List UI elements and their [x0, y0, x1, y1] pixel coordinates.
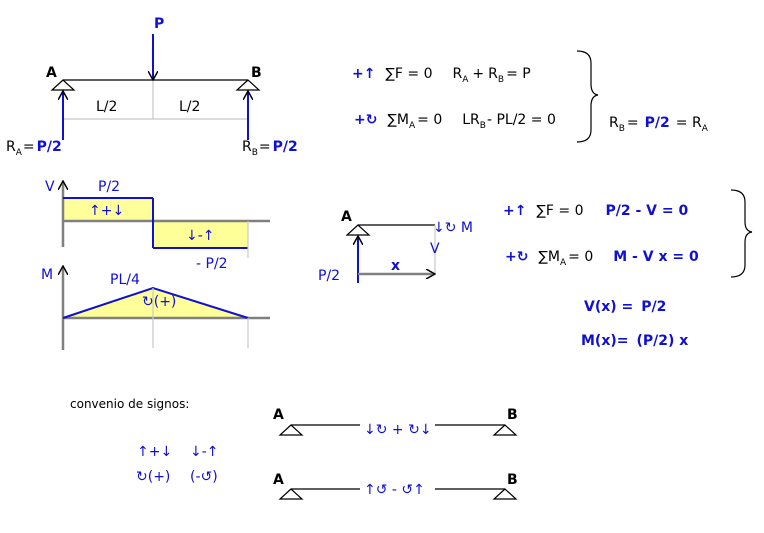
span-right-label: L/2: [179, 99, 200, 115]
beam-diagram: P A B L/2 L/2 RA=P/2 RB=P/2: [6, 16, 298, 158]
section-moment-label: ↓↻ M: [433, 220, 473, 236]
convention-moment-positive: ↻(+): [136, 469, 170, 485]
shear-positive-region: [63, 198, 153, 221]
global-result: RB=P/2= RA: [609, 115, 709, 134]
support-a-triangle: [50, 79, 76, 91]
section-shear-label: V: [430, 241, 440, 257]
moment-diagram: M PL/4 ↻(+): [41, 267, 270, 350]
convention-beam1-support-a: [278, 424, 304, 436]
reaction-a-label: RA=P/2: [6, 139, 62, 158]
span-left-label: L/2: [96, 99, 117, 115]
support-a-label: A: [46, 65, 57, 81]
section-support-label: A: [341, 209, 352, 225]
shear-negative-sign: ↓-↑: [186, 228, 215, 244]
moment-function: M(x)=(P/2) x: [581, 333, 688, 349]
section-support-triangle: [345, 224, 371, 236]
convention-beam2-a-label: A: [273, 472, 284, 488]
convention-beam1-support-b: [492, 424, 518, 436]
moment-peak-value: PL/4: [110, 272, 140, 288]
convention-moment-negative: (-↺): [190, 469, 218, 485]
shear-positive-sign: ↑+↓: [89, 203, 124, 219]
convention-beam2-support-b: [492, 488, 518, 500]
convention-beam1-a-label: A: [273, 407, 284, 423]
section-reaction-label: P/2: [318, 268, 340, 284]
moment-sign: ↻(+): [142, 294, 176, 310]
section-free-body: A ↓↻ M V P/2 x: [318, 209, 473, 284]
support-b-triangle: [235, 79, 261, 91]
convention-beam1-sign: ↓↻ + ↻↓: [364, 422, 432, 438]
convention-title: convenio de signos:: [70, 397, 189, 411]
convention-shear-negative: ↓-↑: [190, 444, 219, 460]
shear-axis-label: V: [45, 179, 55, 195]
moment-axis-label: M: [41, 267, 53, 283]
convention-beam1-b-label: B: [507, 407, 518, 423]
shear-function: V(x) =P/2: [584, 299, 666, 315]
convention-beam2-sign: ↑↺ - ↺↑: [364, 482, 425, 498]
sign-convention: convenio de signos: ↑+↓ ↓-↑ ↻(+) (-↺) A …: [70, 397, 518, 500]
shear-diagram: V P/2 ↑+↓ ↓-↑ - P/2: [45, 179, 270, 272]
support-b-label: B: [251, 65, 262, 81]
section-equation-brace: [730, 189, 753, 278]
shear-bottom-value: - P/2: [196, 256, 228, 272]
load-label: P: [154, 16, 164, 32]
shear-top-value: P/2: [98, 179, 120, 195]
section-distance-label: x: [391, 258, 400, 274]
convention-beam2-b-label: B: [507, 472, 518, 488]
reaction-b-label: RB=P/2: [242, 139, 298, 158]
shear-negative-region: [153, 221, 248, 248]
moment-region: [63, 288, 248, 318]
global-equation-brace: [576, 50, 599, 143]
convention-beam2-support-a: [278, 488, 304, 500]
convention-shear-positive: ↑+↓: [137, 444, 172, 460]
